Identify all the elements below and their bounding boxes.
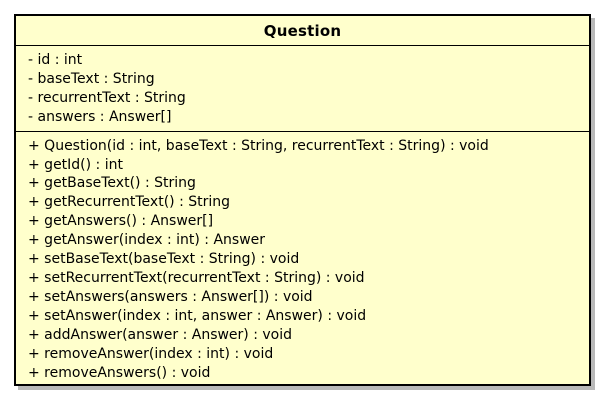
operation: + getAnswer(index : int) : Answer: [28, 232, 266, 249]
operation: + removeAnswers() : void: [28, 364, 211, 381]
attribute: - answers : Answer[]: [28, 108, 172, 125]
operation: + setAnswers(answers : Answer[]) : void: [28, 288, 313, 305]
operation: + addAnswer(answer : Answer) : void: [28, 326, 293, 343]
class-header: Question: [16, 16, 589, 46]
operation: + getAnswers() : Answer[]: [28, 213, 214, 230]
operations-section: + Question(id : int, baseText : String, …: [16, 132, 589, 387]
operation: + getId() : int: [28, 156, 123, 173]
operation: + getBaseText() : String: [28, 175, 196, 192]
uml-class-box: Question - id : int - baseText : String …: [14, 14, 591, 386]
class-name: Question: [263, 21, 342, 40]
attribute: - id : int: [28, 52, 83, 68]
operation: + setAnswer(index : int, answer : Answer…: [28, 307, 367, 324]
operation: + removeAnswer(index : int) : void: [28, 345, 274, 362]
operation: + Question(id : int, baseText : String, …: [28, 137, 489, 154]
attribute: - recurrentText : String: [28, 89, 186, 106]
operation: + getRecurrentText() : String: [28, 194, 231, 211]
attribute: - baseText : String: [28, 70, 155, 87]
attributes-section: - id : int - baseText : String - recurre…: [16, 46, 589, 132]
operation: + setRecurrentText(recurrentText : Strin…: [28, 269, 365, 286]
operation: + setBaseText(baseText : String) : void: [28, 251, 300, 268]
